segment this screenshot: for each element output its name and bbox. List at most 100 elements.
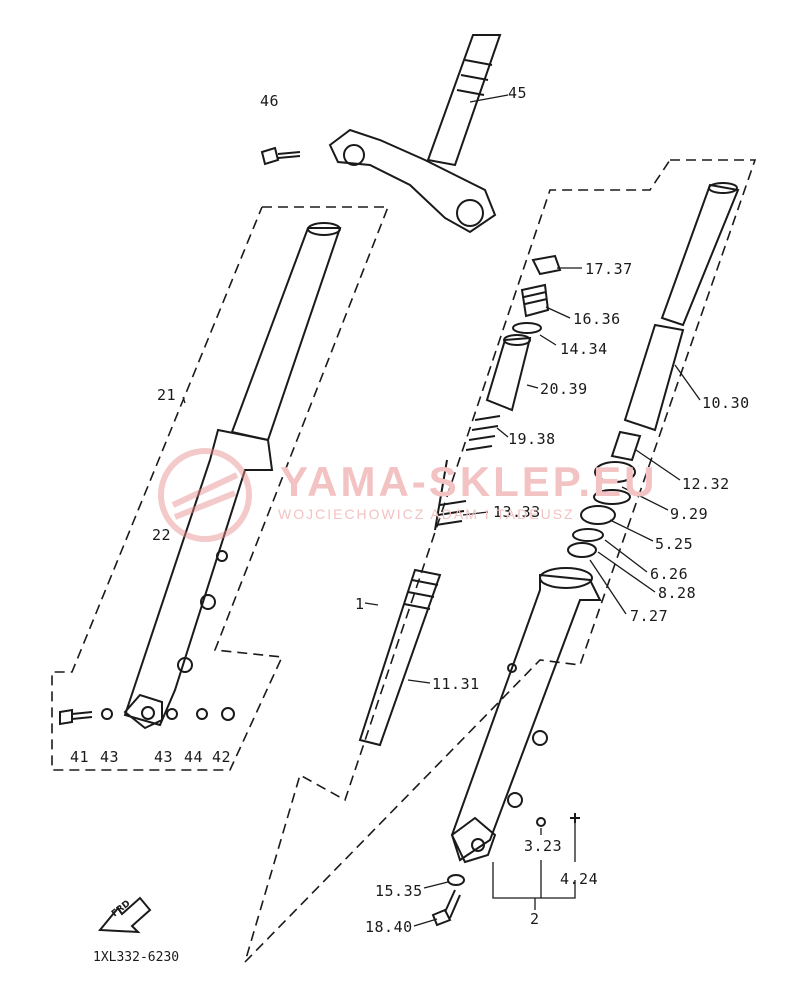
washer-43b — [166, 708, 178, 720]
callout-14-34: 14.34 — [560, 340, 608, 358]
callout-line-13 — [462, 511, 489, 516]
right-axle-hole — [471, 838, 485, 852]
left-tube-top — [307, 222, 341, 236]
callout-44: 44 — [184, 748, 204, 766]
bolt-41 — [59, 708, 93, 726]
right-inner-tube — [660, 183, 740, 327]
watermark-logo — [158, 448, 252, 542]
callout-line-6 — [604, 539, 648, 573]
callout-line-7 — [589, 559, 627, 615]
oil-lock-12 — [610, 430, 642, 462]
watermark-title: YAMA-SKLEP.EU — [280, 458, 658, 505]
under-bracket — [328, 128, 497, 234]
cap-bolt-17 — [531, 254, 562, 276]
bracket-clamp-left — [343, 144, 365, 166]
callout-line-45 — [469, 94, 509, 103]
callout-line-10 — [674, 364, 701, 401]
callout-line-8 — [597, 551, 656, 593]
dust-seal-9 — [594, 461, 636, 483]
callout-line-12 — [635, 449, 681, 481]
callout-8-28: 8.28 — [658, 584, 697, 602]
right-outer-top — [539, 567, 593, 589]
callout-10-30: 10.30 — [702, 394, 750, 412]
right-tube-top — [708, 182, 738, 194]
bolt-46 — [260, 146, 301, 166]
bracket-clamp-right — [456, 199, 484, 227]
right-fork-boundary — [244, 159, 757, 963]
spacer-top — [503, 334, 531, 346]
bolt-4 — [570, 813, 580, 823]
left-axle-hole — [141, 706, 155, 720]
callout-line-9 — [621, 486, 669, 511]
callout-19-38: 19.38 — [508, 430, 556, 448]
left-lug-3 — [177, 657, 193, 673]
callout-12-32: 12.32 — [682, 475, 730, 493]
callout-line-5 — [609, 519, 654, 542]
washer-44 — [196, 708, 208, 720]
callout-42: 42 — [212, 748, 232, 766]
callout-line-11 — [407, 679, 431, 684]
steering-stem — [426, 34, 502, 167]
callout-line-14 — [539, 334, 557, 346]
bushing-7 — [567, 542, 597, 558]
front-arrow — [97, 896, 152, 934]
right-lug-1 — [532, 730, 548, 746]
callout-43a: 43 — [100, 748, 120, 766]
bracket-2 — [492, 860, 576, 910]
callout-18-40: 18.40 — [365, 918, 413, 936]
callout-line-1 — [364, 602, 379, 606]
clip-5 — [593, 489, 631, 505]
o-ring-14 — [512, 322, 542, 334]
callout-22: 22 — [152, 526, 172, 544]
callout-line-3-4 — [540, 820, 576, 862]
left-inner-tube — [230, 227, 342, 442]
callout-5-25: 5.25 — [655, 535, 694, 553]
callout-line-19 — [496, 427, 509, 438]
washer-43a — [101, 708, 113, 720]
left-axle-lug — [123, 693, 163, 730]
callout-9-29: 9.29 — [670, 505, 709, 523]
left-fork-boundary — [51, 206, 390, 771]
callout-20-39: 20.39 — [540, 380, 588, 398]
callout-6-26: 6.26 — [650, 565, 689, 583]
left-outer-tube — [123, 428, 274, 727]
stem-thread — [456, 59, 493, 96]
slide-bushing-10 — [623, 323, 685, 432]
callout-41: 41 — [70, 748, 90, 766]
callout-16-36: 16.36 — [573, 310, 621, 328]
callout-17-37: 17.37 — [585, 260, 633, 278]
nut-42 — [221, 707, 235, 721]
callout-45: 45 — [508, 84, 528, 102]
callout-line-21 — [182, 396, 186, 404]
callout-7-27: 7.27 — [630, 607, 669, 625]
callout-11-31: 11.31 — [432, 675, 480, 693]
callout-2: 2 — [530, 910, 540, 928]
right-lug-2 — [507, 792, 523, 808]
washer-8 — [572, 528, 604, 542]
callout-46: 46 — [260, 92, 280, 110]
spring-seat-16 — [520, 283, 550, 318]
callout-line-20 — [526, 384, 539, 389]
callout-1: 1 — [355, 595, 365, 613]
callout-4-24: 4.24 — [560, 870, 599, 888]
washer-3 — [536, 817, 546, 827]
callout-21: 21 — [157, 386, 177, 404]
washer-15 — [447, 874, 465, 886]
left-lug-1 — [216, 550, 228, 562]
callout-line-16 — [545, 306, 571, 319]
fork-spring-13 — [434, 459, 467, 531]
callout-3-23: 3.23 — [524, 837, 563, 855]
drawing-code: 1XL332-6230 — [93, 950, 180, 965]
bolt-18 — [431, 889, 461, 927]
callout-15-35: 15.35 — [375, 882, 423, 900]
callout-line-18 — [413, 918, 438, 927]
right-lug-3 — [507, 663, 517, 673]
damper-rod-11 — [358, 568, 442, 747]
left-lug-2 — [200, 594, 216, 610]
callout-13-33: 13.33 — [493, 503, 541, 521]
callout-43b: 43 — [154, 748, 174, 766]
spring-19 — [465, 415, 501, 451]
right-axle-lug — [450, 816, 497, 864]
